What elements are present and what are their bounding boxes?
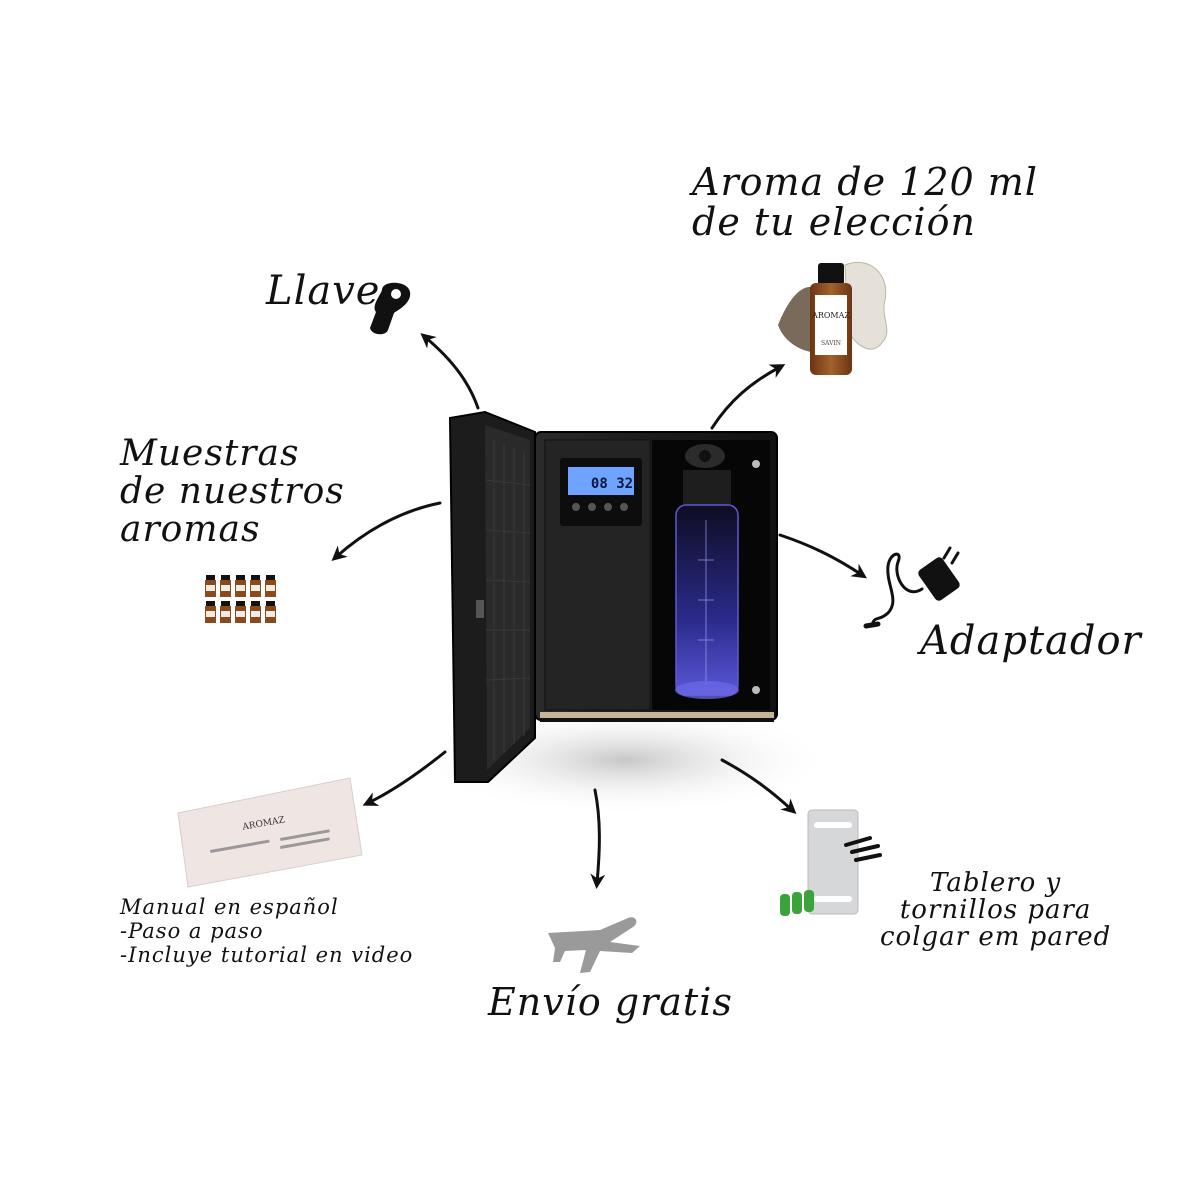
lcd-screen (568, 467, 634, 495)
label-envio: Envío gratis (488, 980, 733, 1024)
wall-plugs (780, 890, 814, 916)
vial-label (251, 611, 260, 617)
callout-arrows (331, 333, 867, 889)
lcd-time: 08 32 (591, 476, 633, 492)
control-button-1 (572, 503, 580, 511)
label-muestras-line-1: Muestras (120, 433, 300, 474)
arrow-aroma (710, 364, 786, 430)
label-tablero-line-1: Tablero y (930, 868, 1062, 898)
vial-label (221, 585, 230, 591)
arrow-adaptador (778, 533, 867, 579)
label-aroma-line-2: de tu elección (692, 200, 976, 244)
vial-label (266, 611, 275, 617)
sample-vials (205, 575, 276, 623)
label-aroma-line-1: Aroma de 120 ml (692, 160, 1038, 204)
vial-label (251, 585, 260, 591)
label-manual-line-3: -Incluye tutorial en video (120, 943, 414, 967)
label-muestras-line-2: de nuestros (120, 471, 345, 512)
label-muestras-line-3: aromas (120, 509, 261, 550)
vial-label (236, 611, 245, 617)
label-manual: Manual en español -Paso a paso -Incluye … (120, 895, 413, 967)
control-buttons (572, 503, 628, 511)
label-aroma: Aroma de 120 ml de tu elección (692, 162, 1038, 242)
label-adaptador: Adaptador (920, 618, 1142, 664)
label-manual-line-2: -Paso a paso (120, 919, 264, 943)
manual-card: AROMAZ (177, 777, 363, 888)
vial-cap (206, 575, 215, 580)
control-button-3 (604, 503, 612, 511)
vial-label (236, 585, 245, 591)
control-button-2 (588, 503, 596, 511)
arrow-llave (420, 333, 480, 410)
key-icon (370, 282, 411, 335)
vial-cap (251, 575, 260, 580)
screws (844, 836, 882, 862)
vial-label (206, 611, 215, 617)
vial-cap (221, 601, 230, 606)
arrow-envio (590, 788, 606, 889)
vial-label (266, 585, 275, 591)
mount-plate (780, 809, 882, 916)
adapter-icon (863, 546, 960, 629)
airplane-icon (548, 917, 640, 973)
vial-cap (266, 601, 275, 606)
vial-label (221, 611, 230, 617)
arrow-muestras (331, 501, 442, 561)
arrow-manual (362, 750, 447, 806)
aroma-bottle-image: AROMAZ SAVIN (778, 262, 888, 375)
vial-cap (236, 575, 245, 580)
bottle-scent: SAVIN (821, 340, 841, 347)
label-manual-line-1: Manual en español (120, 895, 339, 919)
diffuser-device: 08 32 (448, 410, 778, 783)
vial-cap (251, 601, 260, 606)
device-door (448, 410, 536, 783)
control-button-4 (620, 503, 628, 511)
vial-cap (236, 601, 245, 606)
shell-decoration (844, 262, 888, 350)
label-llave: Llave (266, 268, 381, 314)
label-tablero: Tablero y tornillos para colgar em pared (880, 870, 1111, 951)
label-muestras: Muestras de nuestros aromas (120, 435, 345, 549)
label-tablero-line-2: tornillos para (899, 895, 1092, 925)
label-tablero-line-3: colgar em pared (880, 922, 1112, 952)
arrow-tablero (720, 758, 797, 815)
vial-cap (206, 601, 215, 606)
bottle-brand: AROMAZ (811, 311, 850, 320)
vial-label (206, 585, 215, 591)
vial-cap (221, 575, 230, 580)
vial-cap (266, 575, 275, 580)
